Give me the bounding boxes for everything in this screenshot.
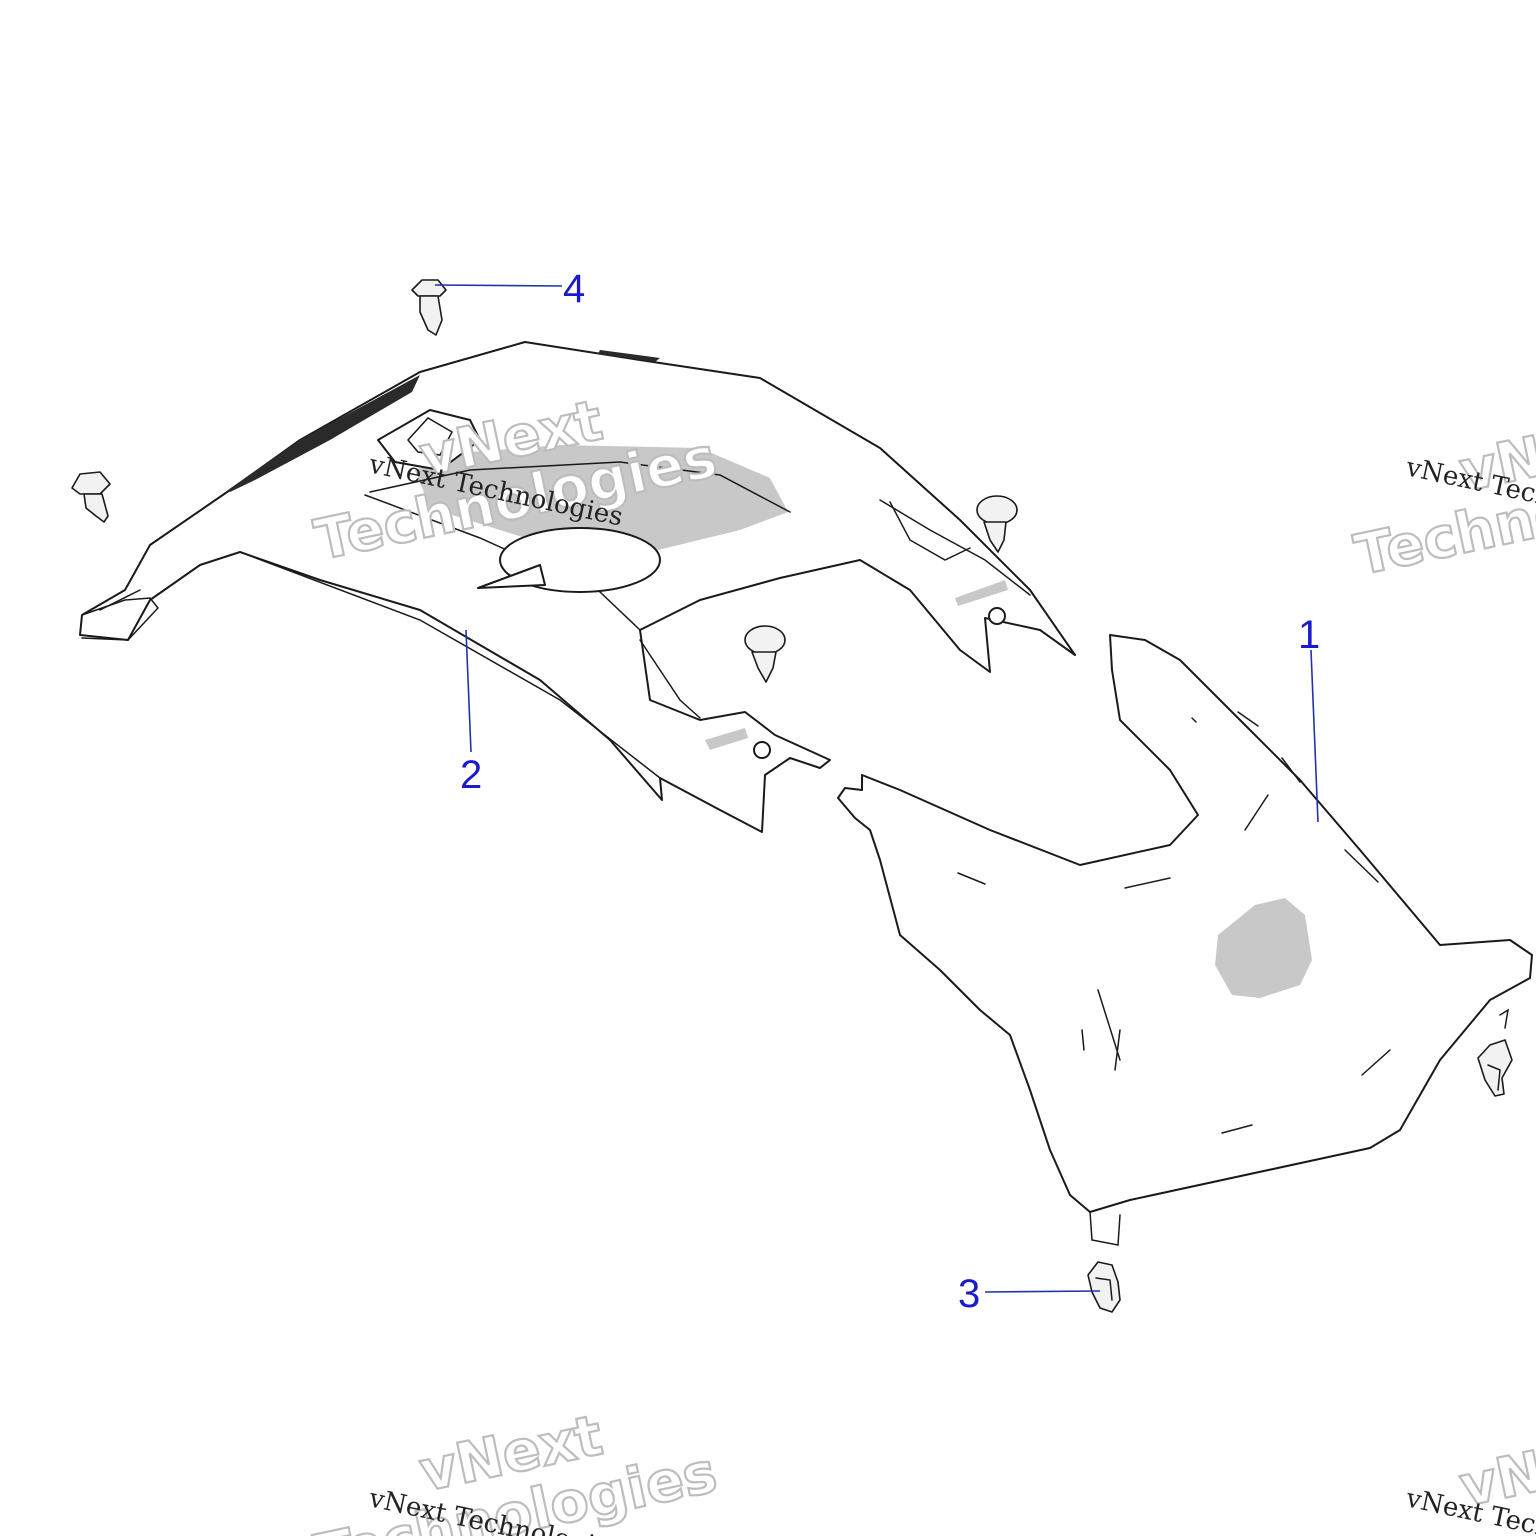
leader-4 [434, 284, 563, 287]
leader-3 [984, 1290, 1101, 1293]
part-1-panel [837, 634, 1533, 1246]
part-2-cover [79, 341, 1076, 833]
callout-4: 4 [563, 267, 585, 311]
push-pin-top [411, 279, 447, 336]
callout-2: 2 [460, 753, 482, 797]
clip-right [1477, 1039, 1513, 1097]
push-pin-center [744, 625, 786, 683]
leader-2 [465, 629, 472, 753]
callout-leaders [434, 284, 1319, 1293]
push-pin-right [976, 495, 1018, 553]
push-pin-left [71, 471, 111, 523]
clip-bottom [1087, 1261, 1121, 1313]
callout-1: 1 [1298, 613, 1320, 657]
callout-3: 3 [958, 1272, 980, 1316]
leader-1 [1310, 649, 1319, 823]
